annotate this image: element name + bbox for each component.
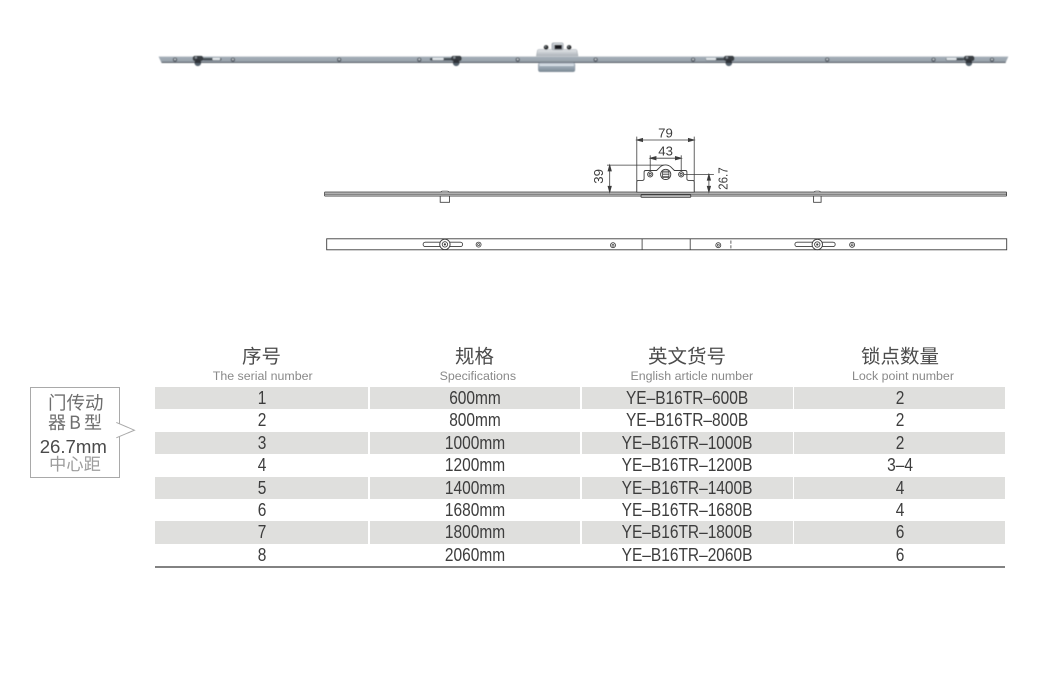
svg-text:43: 43 — [658, 143, 673, 158]
svg-text:26.7: 26.7 — [716, 167, 731, 190]
svg-text:39: 39 — [591, 169, 606, 184]
svg-text:79: 79 — [658, 126, 673, 141]
